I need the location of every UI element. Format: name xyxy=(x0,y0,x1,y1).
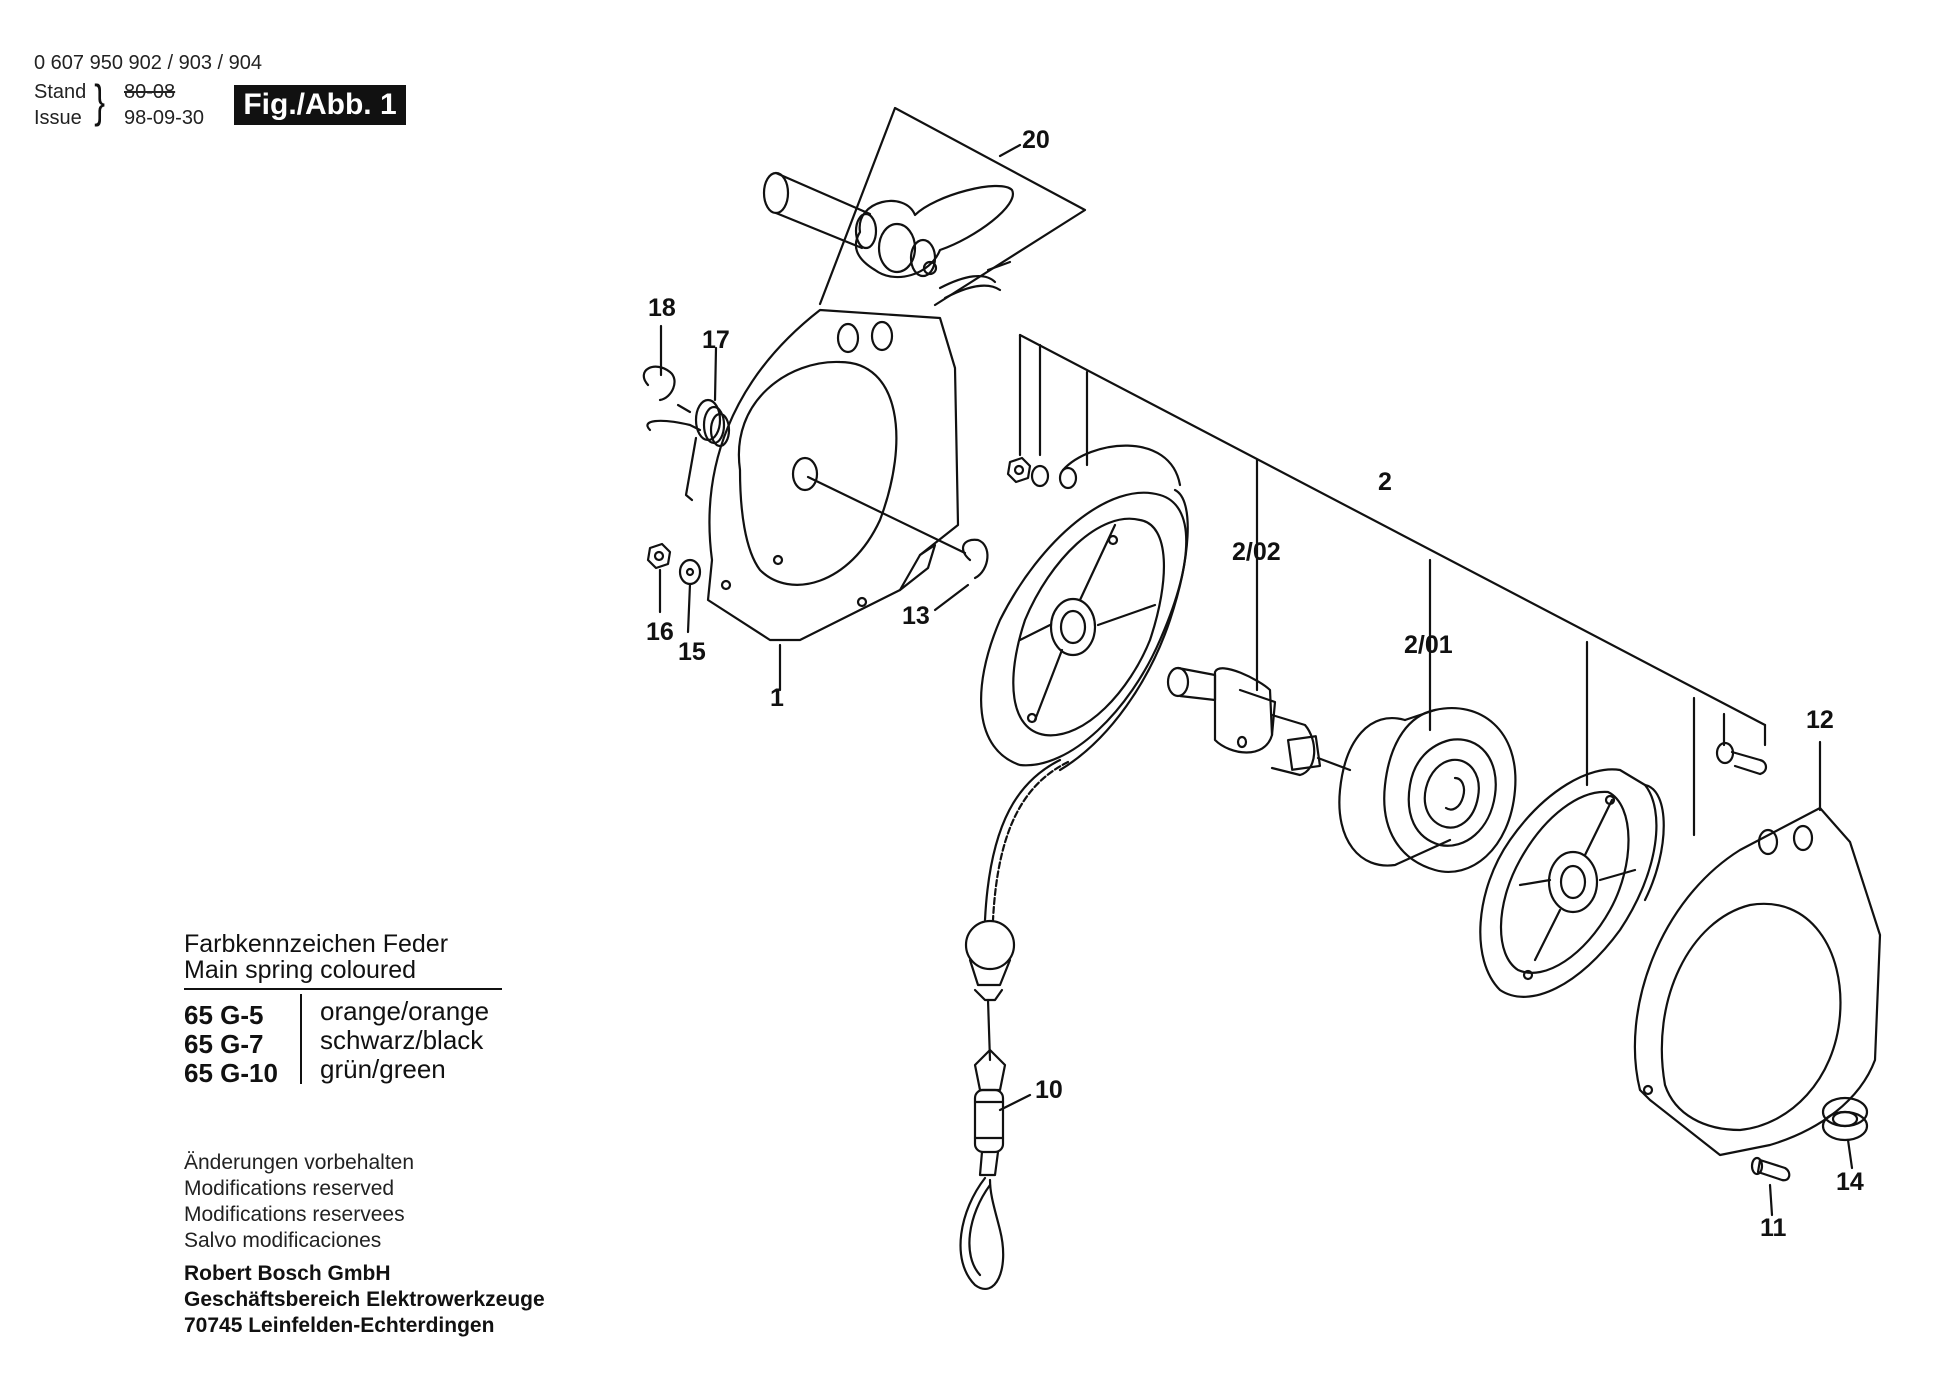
callout-2: 2 xyxy=(1378,468,1392,496)
part-numbers: 0 607 950 902 / 903 / 904 xyxy=(34,52,262,74)
legend-rule xyxy=(184,988,502,990)
part-2-drum-back xyxy=(1479,768,1665,998)
callout-2-02: 2/02 xyxy=(1232,538,1281,566)
callout-10: 10 xyxy=(1035,1076,1063,1104)
figure-label: Fig./Abb. 1 xyxy=(234,85,406,125)
parts-17-18-spring xyxy=(642,324,731,502)
callout-16: 16 xyxy=(646,618,674,646)
legend-title-de: Farbkennzeichen Feder xyxy=(184,930,449,958)
legend-color-3: grün/green xyxy=(320,1054,446,1084)
callout-17: 17 xyxy=(702,326,730,354)
part-2-01-spring xyxy=(1338,707,1517,873)
issue-value: 98-09-30 xyxy=(124,107,205,129)
callout-18: 18 xyxy=(648,294,676,322)
company-name: Robert Bosch GmbH xyxy=(184,1262,391,1285)
part-1-housing xyxy=(706,308,967,692)
callout-13: 13 xyxy=(902,602,930,630)
part-13-ring xyxy=(961,538,989,580)
issue-label: Issue xyxy=(34,107,82,129)
callout-14: 14 xyxy=(1836,1168,1864,1196)
note-fr: Modifications reservees xyxy=(184,1203,405,1226)
callout-11: 11 xyxy=(1760,1214,1787,1242)
callout-2-01: 2/01 xyxy=(1404,631,1453,659)
part-12-rear-housing xyxy=(1633,740,1882,1157)
screw-washer-top xyxy=(1715,741,1768,776)
legend-code-3: 65 G-10 xyxy=(184,1058,278,1088)
legend-color-2: schwarz/black xyxy=(320,1025,484,1055)
legend-divider xyxy=(300,994,302,1084)
parts-15-16-nut-washer xyxy=(646,542,702,634)
callout-20: 20 xyxy=(1022,126,1050,154)
part-14-grommet xyxy=(1821,1096,1869,1170)
legend-title-en: Main spring coloured xyxy=(184,956,417,984)
legend-code-1: 65 G-5 xyxy=(184,1000,264,1030)
note-en: Modifications reserved xyxy=(184,1177,395,1200)
part-20-shackle xyxy=(762,106,1087,307)
part-11-screw xyxy=(1750,1156,1791,1217)
stand-label: Stand xyxy=(34,81,87,103)
legend-code-2: 65 G-7 xyxy=(184,1029,264,1059)
part-2-drum-front xyxy=(980,444,1189,772)
part-10-cable-hook xyxy=(959,758,1070,1290)
callout-15: 15 xyxy=(678,638,706,666)
part-2-bracket xyxy=(1018,333,1767,837)
header-brace: } xyxy=(94,75,106,127)
note-de: Änderungen vorbehalten xyxy=(184,1151,415,1174)
note-es: Salvo modificaciones xyxy=(184,1229,382,1252)
callout-12: 12 xyxy=(1806,706,1834,734)
legend-color-1: orange/orange xyxy=(320,996,490,1026)
stand-value: 80-08 xyxy=(124,81,176,103)
callout-1: 1 xyxy=(770,684,784,712)
part-2-02-shaft xyxy=(1166,666,1352,777)
company-address: 70745 Leinfelden-Echterdingen xyxy=(184,1314,495,1337)
company-division: Geschäftsbereich Elektrowerkzeuge xyxy=(184,1288,545,1311)
